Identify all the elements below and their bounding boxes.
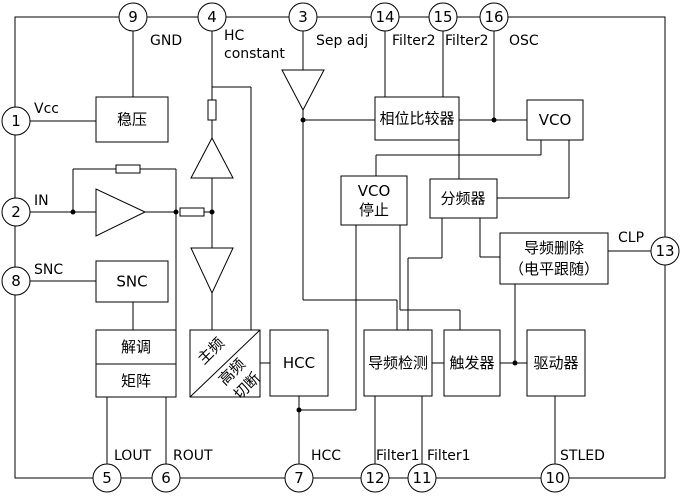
pin-1-number: 1	[11, 112, 21, 130]
pin-1-label: Vcc	[34, 101, 59, 117]
pin-11-label: Filter1	[427, 448, 471, 464]
pin-3-label: Sep adj	[316, 33, 368, 49]
driver-block	[526, 329, 586, 397]
pin-6-label: ROUT	[173, 448, 213, 464]
wires	[30, 31, 651, 464]
pin-9-number: 9	[128, 8, 138, 26]
pin-1	[1, 106, 31, 136]
snc-block-label: SNC	[116, 273, 147, 291]
pin-10-number: 10	[545, 469, 564, 487]
pilot-detect-block	[363, 329, 433, 397]
input-amplifier	[95, 188, 147, 237]
regulator-block	[95, 96, 169, 143]
phase-comparator-label: 相位比较器	[379, 110, 454, 128]
pin-15-label: Filter2	[445, 33, 489, 49]
pin-9-label: GND	[150, 33, 182, 49]
pilot-detect-label: 导频检测	[368, 354, 428, 372]
pin-14	[370, 2, 400, 32]
pin-14-number: 14	[375, 8, 394, 26]
pin-10-label: STLED	[560, 448, 605, 464]
resistor-feedback	[115, 164, 141, 174]
hc-amplifier-bottom	[190, 247, 234, 295]
pin-3-number: 3	[298, 8, 308, 26]
pin-11-number: 11	[412, 469, 431, 487]
pilot-cancel-block	[499, 232, 609, 285]
pin-10	[540, 463, 570, 493]
snc-block	[95, 260, 169, 303]
pin-16	[479, 2, 509, 32]
pin-13-number: 13	[655, 242, 674, 260]
pin-12	[360, 463, 390, 493]
matrix-label: 矩阵	[121, 372, 151, 390]
junction-dots	[70, 117, 518, 413]
vco-stop-label-1: VCO	[358, 182, 391, 200]
pin-15-number: 15	[433, 8, 452, 26]
trigger-block	[443, 329, 501, 397]
sep-adj-amplifier	[281, 69, 325, 112]
pin-9	[118, 2, 148, 32]
hcc-block-label: HCC	[283, 354, 315, 372]
pin-5-number: 5	[102, 469, 112, 487]
pin-2-label: IN	[34, 193, 49, 209]
pin-15	[428, 2, 458, 32]
pin-4-label: HC	[224, 28, 245, 44]
pin-6	[151, 463, 181, 493]
pin-7	[284, 463, 314, 493]
divider-label: 分频器	[440, 190, 485, 208]
pin-8	[1, 266, 31, 296]
hc-amplifier-top	[190, 136, 234, 179]
pilot-cancel-label-2: （电平跟随）	[509, 260, 599, 278]
vco-stop-block	[340, 175, 408, 226]
vco-label: VCO	[539, 111, 572, 129]
pin-8-label: SNC	[34, 262, 63, 278]
pin-7-number: 7	[294, 469, 304, 487]
pin-4	[197, 2, 227, 32]
resistor-input	[179, 207, 205, 217]
pin-2	[1, 197, 31, 227]
pin-8-number: 8	[11, 272, 21, 290]
pin-7-label: HCC	[311, 448, 341, 464]
pin-3	[288, 2, 318, 32]
pin-4-number: 4	[207, 8, 217, 26]
demod-label: 解调	[121, 338, 151, 356]
pin-5-label: LOUT	[114, 448, 152, 464]
pin-13	[650, 236, 680, 266]
vco-stop-label-2: 停止	[359, 201, 389, 219]
driver-label: 驱动器	[533, 354, 578, 372]
pin-16-number: 16	[484, 8, 503, 26]
pilot-cancel-label-1: 导频删除	[524, 239, 584, 257]
pin-12-label: Filter1	[376, 448, 420, 464]
pin-14-label: Filter2	[392, 33, 436, 49]
pin-5	[92, 463, 122, 493]
pin-13-label: CLP	[618, 230, 644, 246]
resistor-hc	[207, 99, 217, 121]
pin-4-label-2: constant	[224, 46, 285, 62]
regulator-label: 稳压	[117, 111, 147, 129]
hcc-block	[269, 329, 329, 397]
pin-2-number: 2	[11, 203, 21, 221]
phase-comparator-block	[374, 96, 460, 141]
pin-6-number: 6	[161, 469, 171, 487]
pin-16-label: OSC	[509, 33, 539, 49]
divider-block	[429, 178, 498, 219]
vco-block	[526, 99, 584, 141]
trigger-label: 触发器	[449, 354, 494, 372]
pin-12-number: 12	[365, 469, 384, 487]
pin-11	[407, 463, 437, 493]
